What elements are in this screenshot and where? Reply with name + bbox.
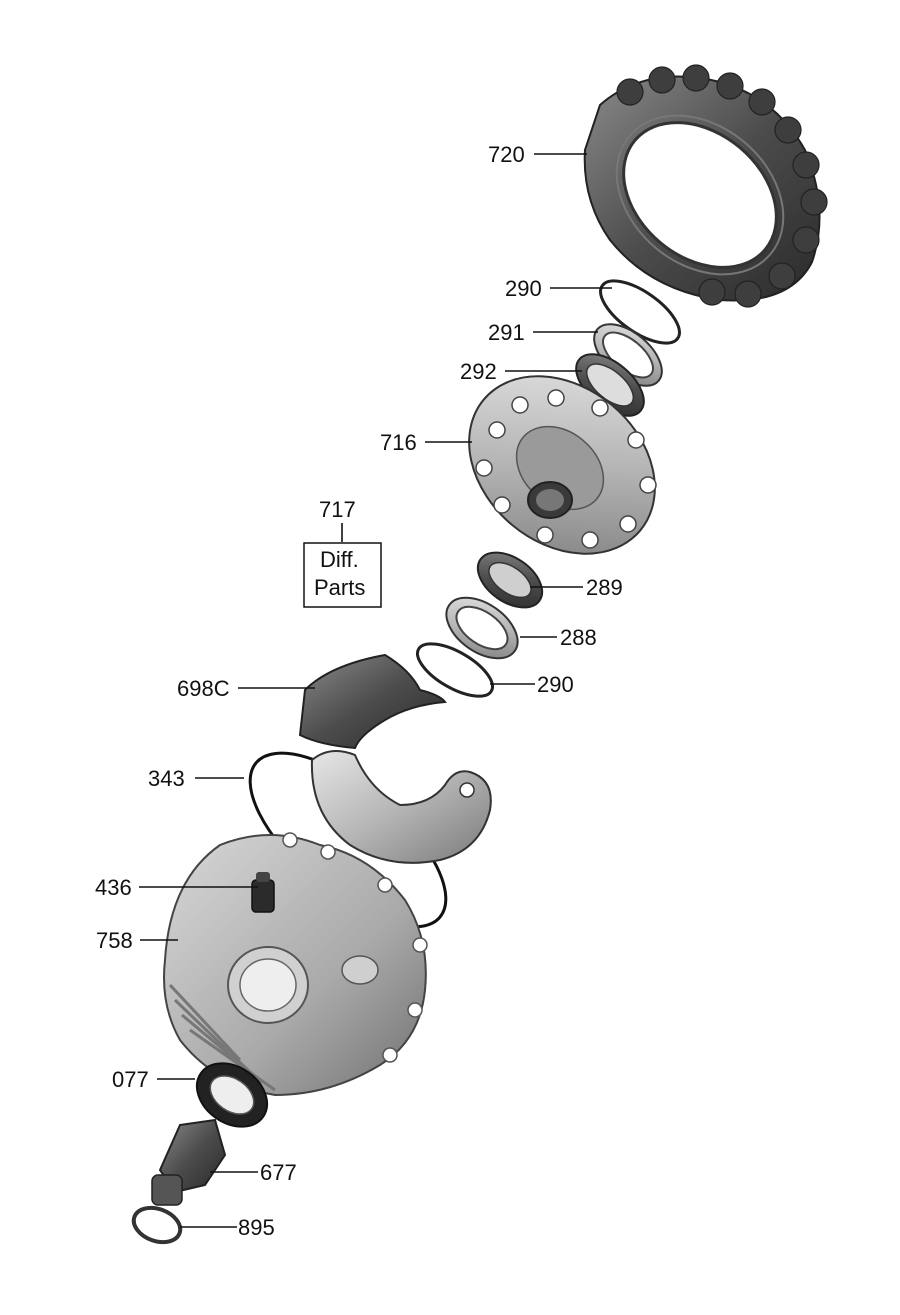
oil-baffle-698c [298,653,447,750]
breather-436 [251,872,275,913]
label-292: 292 [460,359,497,384]
label-758: 758 [96,928,133,953]
label-717: 717 [319,497,356,522]
label-289: 289 [586,575,623,600]
label-895: 895 [238,1215,275,1240]
housing-758 [163,832,428,1097]
label-436: 436 [95,875,132,900]
label-720: 720 [488,142,525,167]
ring-895 [131,1205,183,1245]
label-290-lower: 290 [537,672,574,697]
seal-077 [195,1062,269,1128]
ring-gear-720 [583,64,828,308]
label-343: 343 [148,766,185,791]
diff-parts-box [303,542,382,608]
differential-case-716 [468,375,657,555]
label-716: 716 [380,430,417,455]
label-077: 077 [112,1067,149,1092]
label-288: 288 [560,625,597,650]
label-diff: Diff. [320,547,359,572]
baffle-plate [310,750,492,864]
tapered-bearing-289 [476,551,544,609]
bearing-race-288 [445,596,519,660]
label-677: 677 [260,1160,297,1185]
label-parts: Parts [314,575,365,600]
shim-290-lower [416,642,494,698]
label-698c: 698C [177,676,230,701]
label-290-upper: 290 [505,276,542,301]
flange-677 [151,1118,227,1206]
label-291: 291 [488,320,525,345]
